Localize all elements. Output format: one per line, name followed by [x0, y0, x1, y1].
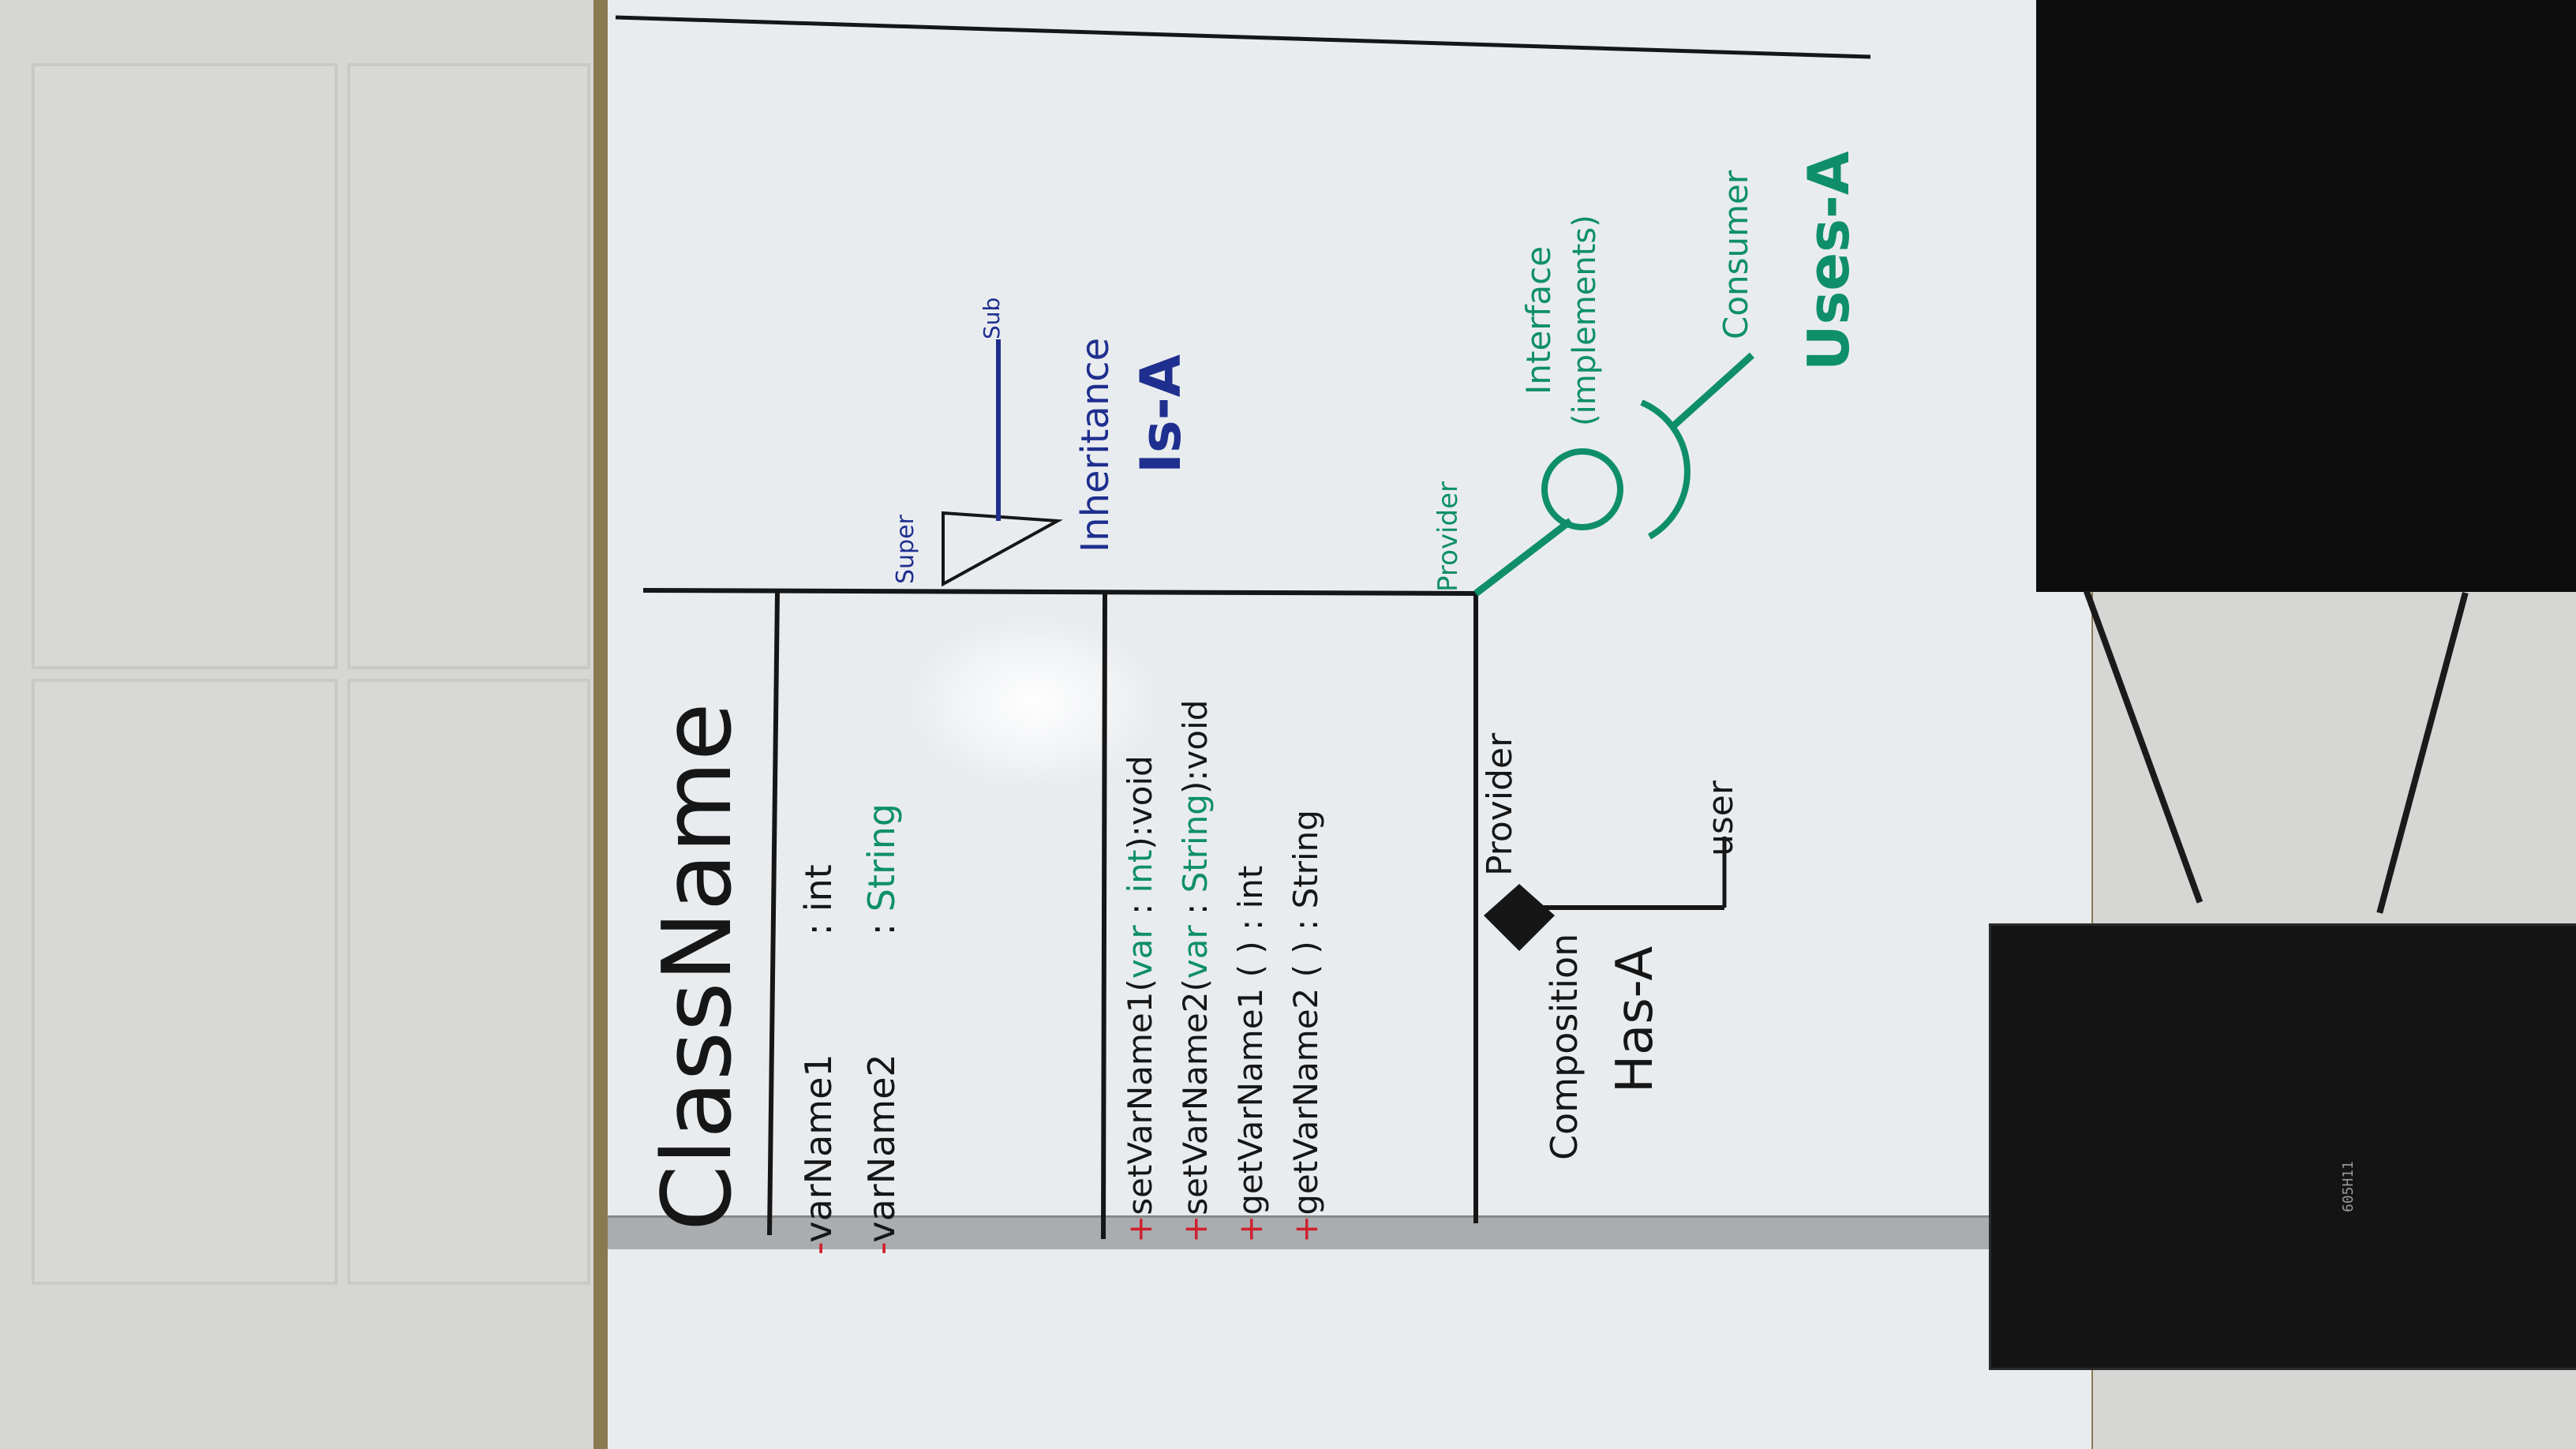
class-divider-2: [1101, 593, 1107, 1240]
param-type: String: [1176, 794, 1215, 893]
attribute-name: varName1: [797, 1054, 840, 1243]
method-row: +getVarName1 ( ) : int: [1231, 865, 1270, 1243]
interface-title: Interface: [1519, 245, 1558, 395]
inheritance-triangle: [942, 511, 1063, 587]
light-glare: [908, 616, 1160, 789]
super-label: Super: [892, 515, 919, 584]
visibility-public: +: [1286, 1215, 1325, 1243]
return-type: int: [1231, 865, 1270, 909]
method-row: +setVarName1(var : int):void: [1121, 755, 1159, 1243]
class-name: ClassName: [643, 702, 753, 1231]
consumer-label: Consumer: [1717, 170, 1755, 339]
interface-circle: [1541, 448, 1623, 530]
attribute-type: int: [797, 864, 840, 912]
method-name: setVarName2: [1176, 991, 1215, 1215]
whiteboard: [608, 0, 2091, 1449]
visibility-public: +: [1121, 1215, 1159, 1243]
attribute-type: String: [860, 803, 903, 912]
interface-subtitle: (implements): [1567, 215, 1603, 426]
composition-provider-label: Provider: [1480, 732, 1520, 876]
tv-monitor: [2036, 0, 2576, 592]
param-name: var: [1121, 925, 1159, 979]
attribute-sep: :: [860, 923, 903, 936]
method-row: +getVarName2 ( ) : String: [1286, 810, 1325, 1243]
inheritance-relation: Is-A: [1129, 354, 1193, 474]
attribute-row: -varName1: int: [797, 864, 840, 1255]
visibility-private: -: [860, 1242, 903, 1255]
composition-user-label: user: [1701, 781, 1741, 856]
inheritance-title: Inheritance: [1073, 337, 1118, 552]
visibility-public: +: [1231, 1215, 1270, 1243]
return-type: String: [1286, 810, 1325, 909]
interface-socket: [1640, 399, 1690, 540]
desktop-computer: 605H11: [1989, 923, 2576, 1370]
consumer-line: [1670, 352, 1755, 429]
attribute-name: varName2: [860, 1054, 903, 1243]
interface-relation: Uses-A: [1795, 151, 1862, 371]
method-name: setVarName1: [1121, 991, 1159, 1215]
sub-label: Sub: [979, 297, 1005, 339]
return-type: void: [1121, 755, 1159, 826]
visibility-private: -: [797, 1242, 840, 1255]
param-type: int: [1121, 849, 1159, 893]
class-divider-1: [767, 591, 780, 1236]
interface-provider-label: Provider: [1432, 481, 1464, 592]
composition-title: Composition: [1543, 933, 1586, 1160]
attribute-row: -varName2: String: [860, 803, 903, 1255]
marker-tray: [608, 1215, 2091, 1249]
visibility-public: +: [1176, 1215, 1215, 1243]
attribute-sep: :: [797, 923, 840, 936]
class-box-top: [642, 588, 1477, 596]
composition-relation: Has-A: [1606, 945, 1664, 1093]
composition-diamond: [1484, 884, 1555, 951]
return-type: void: [1176, 699, 1215, 770]
method-row: +setVarName2(var : String):void: [1176, 699, 1215, 1243]
interface-line: [1473, 518, 1573, 597]
method-name: getVarName1: [1231, 987, 1270, 1215]
top-divider-line: [615, 15, 1871, 59]
param-name: var: [1176, 925, 1215, 979]
method-name: getVarName2: [1286, 987, 1325, 1215]
